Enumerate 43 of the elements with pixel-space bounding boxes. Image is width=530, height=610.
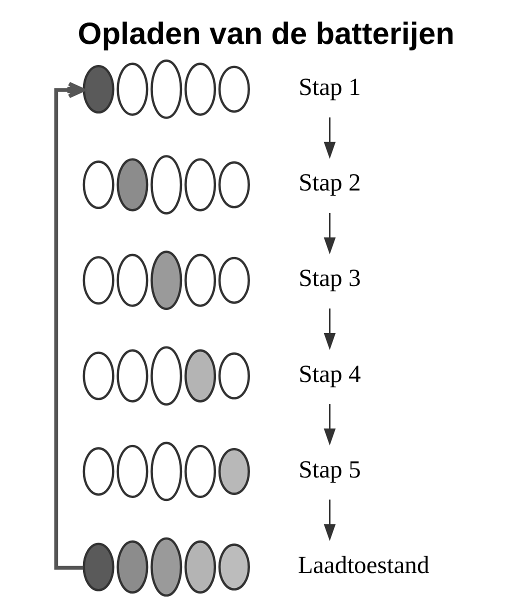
node-ellipse [82, 542, 114, 592]
node-ellipse [82, 256, 114, 305]
node-ellipse [218, 161, 250, 208]
node-text: Stap 1 [298, 74, 361, 102]
node-ellipse [218, 544, 250, 590]
node-ellipse [218, 352, 250, 400]
node-text: Stap 4 [298, 360, 361, 388]
node-ellipse [218, 66, 250, 113]
node-ellipse [184, 540, 216, 594]
diagram-title: Opladen van de batterijen [78, 16, 454, 51]
node-ellipse [82, 160, 114, 210]
node-ellipse [116, 62, 148, 116]
arrow [324, 404, 336, 446]
node-ellipse [184, 349, 216, 402]
node-ellipse [150, 442, 182, 502]
arrow [324, 308, 336, 350]
node-ellipse [116, 254, 148, 307]
node-ellipse [82, 447, 114, 496]
node-ellipse [150, 60, 182, 119]
node-ellipse [150, 346, 182, 406]
node-text: Laadtoestand [298, 552, 430, 579]
arrow [54, 82, 86, 570]
node-text: Stap 2 [298, 170, 361, 197]
node-ellipse [184, 444, 216, 498]
node-ellipse [184, 62, 216, 116]
arrow [324, 117, 336, 159]
arrow [324, 212, 336, 254]
node-ellipse [218, 448, 250, 495]
node-ellipse [150, 250, 182, 310]
node-ellipse [150, 537, 182, 597]
node-ellipse [184, 254, 216, 307]
node-ellipse [116, 158, 148, 212]
arrow [324, 500, 336, 542]
node-ellipse [150, 155, 182, 214]
node-text: Stap 3 [298, 265, 361, 292]
node-ellipse [116, 540, 148, 594]
node-ellipse [82, 64, 114, 114]
node-ellipse [116, 444, 148, 498]
node-text: Stap 5 [298, 456, 361, 484]
node-ellipse [82, 352, 114, 400]
node-ellipse [116, 349, 148, 402]
node-ellipse [218, 256, 250, 304]
node-ellipse [184, 158, 216, 212]
